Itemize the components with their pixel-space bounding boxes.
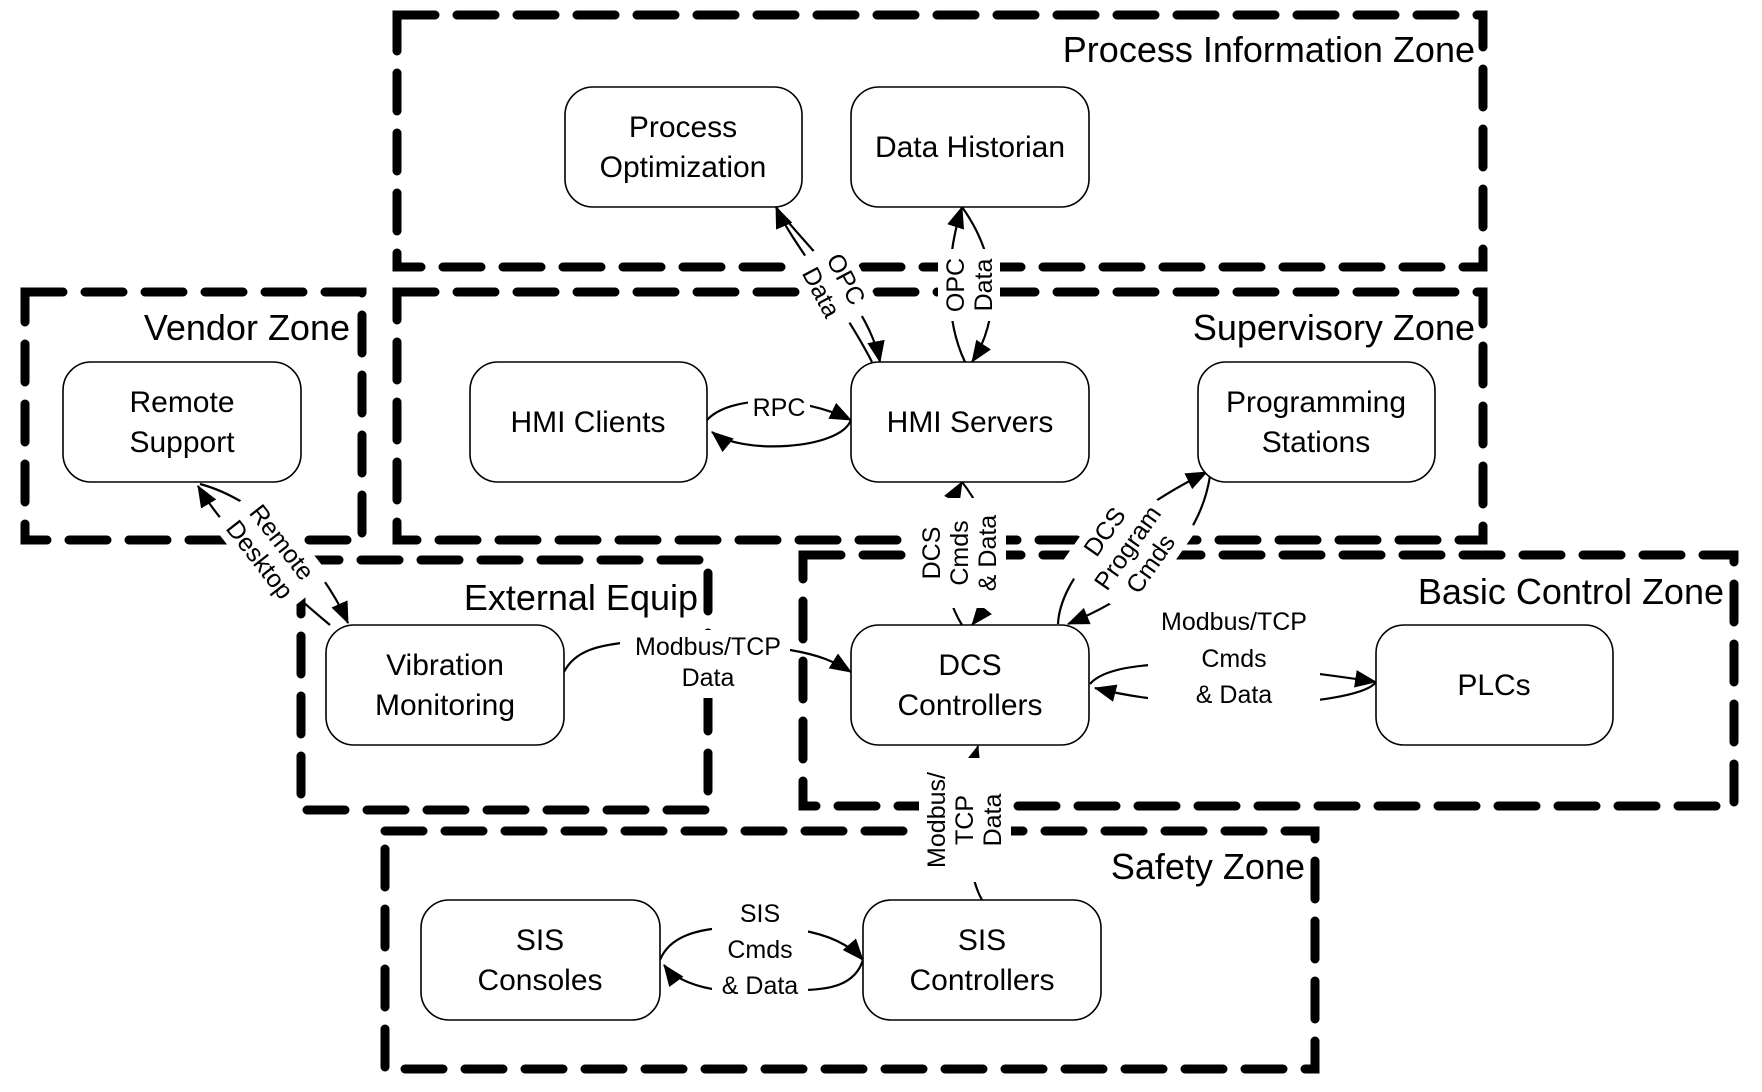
node-label-line: Stations xyxy=(1262,426,1370,459)
edges-layer: OPC Data OPC Data RPC xyxy=(197,205,1378,1002)
edge-opc-data-optimization[interactable]: OPC Data xyxy=(774,205,885,364)
nodes-layer: Process Optimization Data Historian Remo… xyxy=(62,86,1614,1021)
zone-basic-control: Basic Control Zone xyxy=(798,550,1739,811)
edge-label-line: Modbus/TCP xyxy=(1161,608,1307,636)
node-programming-stations[interactable]: Programming Stations xyxy=(1197,361,1436,483)
zone-label: Process Information Zone xyxy=(1063,29,1475,70)
node-label-line: Support xyxy=(129,426,235,459)
node-label-line: Remote xyxy=(129,386,234,419)
zone-label: External Equip xyxy=(464,577,698,618)
zone-border xyxy=(20,287,367,545)
node-label-line: Process xyxy=(629,111,737,144)
edge-rpc[interactable]: RPC xyxy=(706,392,853,453)
edge-label-line: DCS xyxy=(918,527,946,580)
node-box xyxy=(1375,624,1614,746)
zone-border xyxy=(380,826,1320,1074)
node-box xyxy=(850,86,1090,208)
node-box xyxy=(564,86,803,208)
node-label-line: HMI Servers xyxy=(887,406,1054,439)
edge-modbus-sis[interactable]: Modbus/ TCP Data xyxy=(919,744,1011,901)
node-sis-controllers[interactable]: SIS Controllers xyxy=(862,899,1102,1021)
node-hmi-servers[interactable]: HMI Servers xyxy=(850,361,1090,483)
edge-label-line: RPC xyxy=(753,394,806,422)
edge-modbus-plcs[interactable]: Modbus/TCP Cmds & Data xyxy=(1089,604,1378,714)
node-vibration-monitoring[interactable]: Vibration Monitoring xyxy=(325,624,565,746)
edge-label-line: TCP xyxy=(951,795,979,845)
edge-line xyxy=(711,419,853,453)
node-remote-support[interactable]: Remote Support xyxy=(62,361,302,483)
edge-dcs-cmds-data[interactable]: DCS Cmds & Data xyxy=(914,481,1006,626)
node-label-line: Data Historian xyxy=(875,131,1065,164)
node-label-line: Controllers xyxy=(897,689,1042,722)
zone-label: Safety Zone xyxy=(1111,846,1305,887)
edge-label-line: Modbus/TCP xyxy=(635,633,781,661)
edge-modbus-vibration[interactable]: Modbus/TCP Data xyxy=(563,630,852,698)
edge-label-line: & Data xyxy=(974,515,1002,592)
node-label-line: Monitoring xyxy=(375,689,515,722)
node-process-optimization[interactable]: Process Optimization xyxy=(564,86,803,208)
node-box xyxy=(850,361,1090,483)
node-label-line: Consoles xyxy=(477,964,602,997)
edge-label-line: Modbus/ xyxy=(923,772,951,868)
edge-label-line: Cmds xyxy=(727,936,792,964)
edge-opc-data-historian[interactable]: OPC Data xyxy=(938,205,1000,363)
zone-vendor: Vendor Zone xyxy=(20,287,367,545)
edge-sis-cmds-data[interactable]: SIS Cmds & Data xyxy=(658,898,865,1002)
node-hmi-clients[interactable]: HMI Clients xyxy=(469,361,708,483)
node-label-line: Programming xyxy=(1226,386,1406,419)
edge-label-line: Cmds xyxy=(1201,645,1266,673)
node-data-historian[interactable]: Data Historian xyxy=(850,86,1090,208)
node-plcs[interactable]: PLCs xyxy=(1375,624,1614,746)
edge-label-line: SIS xyxy=(740,900,780,928)
node-label-line: HMI Clients xyxy=(510,406,665,439)
zone-border xyxy=(798,550,1739,811)
node-box xyxy=(1197,361,1436,483)
node-label-line: SIS xyxy=(958,924,1006,957)
zone-label: Supervisory Zone xyxy=(1193,307,1475,348)
node-box xyxy=(420,899,661,1021)
node-label-line: DCS xyxy=(938,649,1001,682)
edge-label-line: Data xyxy=(682,664,735,692)
node-box xyxy=(325,624,565,746)
node-sis-consoles[interactable]: SIS Consoles xyxy=(420,899,661,1021)
node-box xyxy=(862,899,1102,1021)
node-box xyxy=(62,361,302,483)
node-dcs-controllers[interactable]: DCS Controllers xyxy=(850,624,1090,746)
zones-layer: Process Information Zone Vendor Zone Sup… xyxy=(20,10,1739,1074)
node-label-line: PLCs xyxy=(1457,669,1530,702)
edge-label-line: Data xyxy=(970,259,998,312)
node-box xyxy=(850,624,1090,746)
edge-remote-desktop[interactable]: Remote Desktop xyxy=(197,482,350,626)
node-label-line: Optimization xyxy=(600,151,767,184)
edge-label-line: Data xyxy=(979,794,1007,847)
zone-label: Vendor Zone xyxy=(144,307,350,348)
node-label-line: SIS xyxy=(516,924,564,957)
node-label-line: Controllers xyxy=(909,964,1054,997)
edge-dcs-program-cmds[interactable]: DCS Program Cmds xyxy=(1056,471,1212,626)
zone-safety: Safety Zone xyxy=(380,826,1320,1074)
node-label-line: Vibration xyxy=(386,649,504,682)
zone-border xyxy=(296,555,713,815)
edge-label-line: & Data xyxy=(722,972,799,1000)
edge-label-line: Cmds xyxy=(946,520,974,585)
edge-label-line: & Data xyxy=(1196,681,1273,709)
edge-label-line: OPC xyxy=(942,258,970,312)
zone-external-equip: External Equip xyxy=(296,555,713,815)
node-box xyxy=(469,361,708,483)
zone-label: Basic Control Zone xyxy=(1418,571,1724,612)
